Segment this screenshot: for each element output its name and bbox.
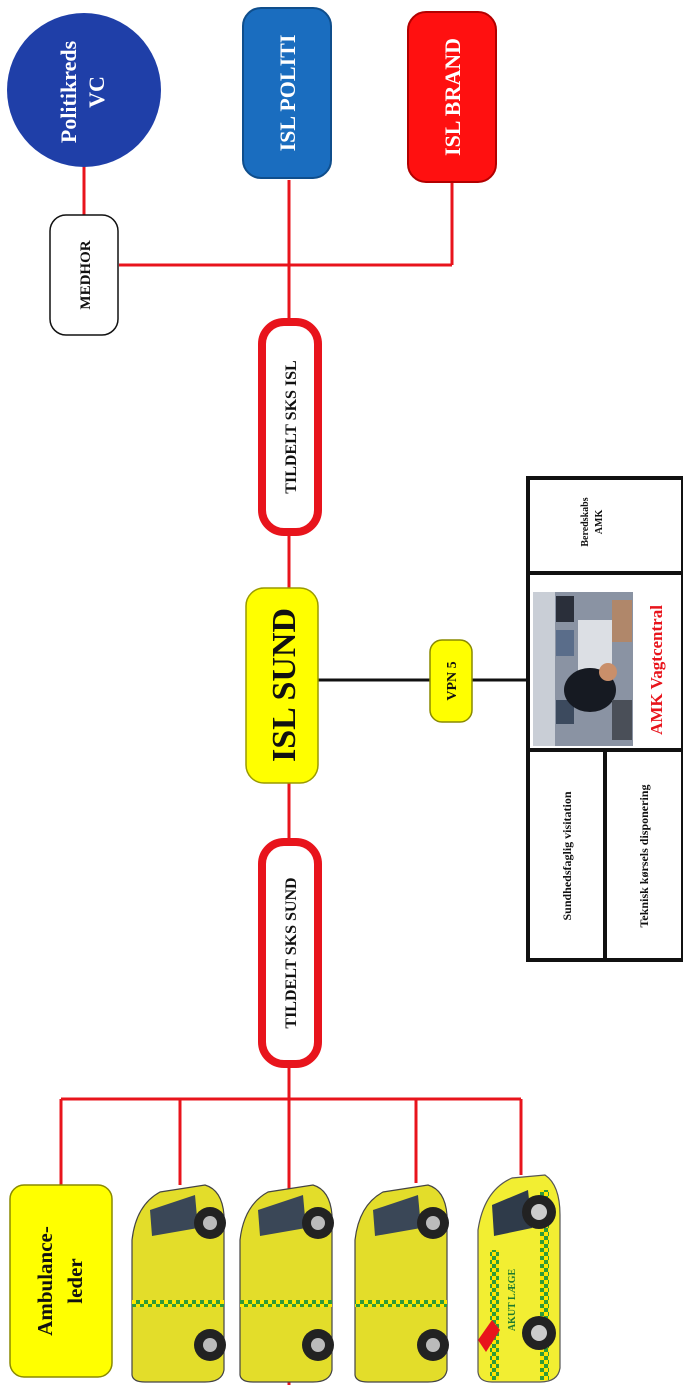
isl-sund-node: ISL SUND: [245, 587, 319, 784]
vagtcentral-label: AMK Vagtcentral: [647, 605, 666, 735]
ambulance-3: [354, 1184, 449, 1383]
politikreds-vc-node: Politikreds VC: [7, 13, 161, 167]
tildelt-sks-sund-node: TILDELT SKS SUND: [258, 838, 322, 1068]
vpn-label: VPN 5: [445, 661, 460, 700]
teknisk-label: Teknisk kørsels disponering: [637, 785, 651, 928]
ambulance-leder-label-line1: Ambulance-: [33, 1226, 57, 1336]
vagtcentral-photo: [533, 592, 633, 746]
akut-laege-vehicle: AKUT LÆGE: [477, 1174, 561, 1383]
sundhedsfaglig-label: Sundhedsfaglig visitation: [560, 791, 574, 920]
ambulance-1: [131, 1184, 226, 1383]
amk-panel: Beredskabs AMK AMK Vagtcentral Sundhedsf…: [526, 476, 683, 962]
isl-politi-node: ISL POLITI: [242, 7, 332, 179]
tildelt-sks-isl-label: TILDELT SKS ISL: [283, 360, 300, 493]
isl-politi-label: ISL POLITI: [275, 35, 300, 152]
akut-laege-label: AKUT LÆGE: [507, 1269, 518, 1332]
tildelt-sks-isl-node: TILDELT SKS ISL: [258, 318, 322, 536]
ambulance-leder-label-line2: leder: [63, 1258, 87, 1303]
isl-brand-node: ISL BRAND: [407, 11, 497, 183]
medhor-node: MEDHOR: [49, 214, 119, 336]
beredskabs-cell: Beredskabs AMK: [580, 497, 605, 546]
medhor-label: MEDHOR: [78, 240, 94, 309]
ambulance-leder-node: Ambulance- leder: [9, 1184, 113, 1378]
beredskabs-label-line1: Beredskabs: [580, 497, 591, 546]
politikreds-label-line2: VC: [84, 76, 109, 108]
ambulance-2: [239, 1184, 334, 1383]
isl-sund-label: ISL SUND: [266, 608, 303, 762]
vpn-node: VPN 5: [429, 639, 473, 723]
politikreds-label-line1: Politikreds: [56, 40, 81, 143]
isl-brand-label: ISL BRAND: [440, 38, 465, 156]
beredskabs-label-line2: AMK: [594, 510, 605, 535]
tildelt-sks-sund-label: TILDELT SKS SUND: [283, 877, 300, 1028]
